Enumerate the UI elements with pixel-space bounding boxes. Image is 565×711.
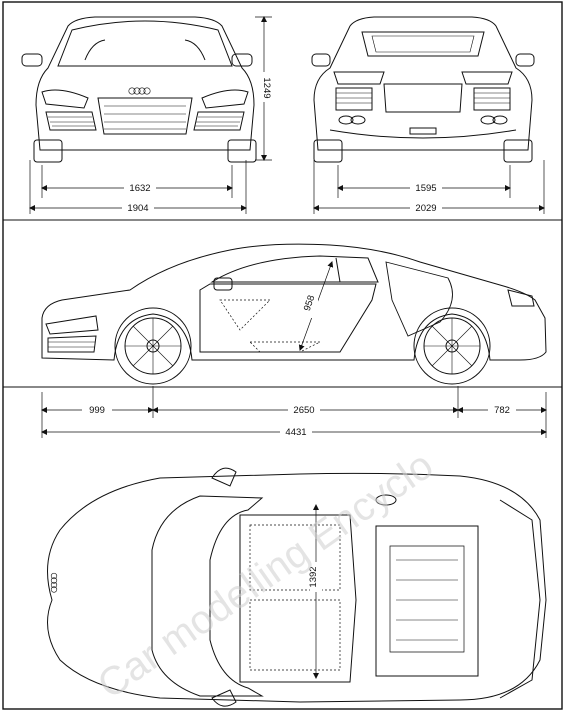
side-front-intake (47, 335, 97, 353)
side-view (41, 243, 547, 385)
rear-taillights (333, 71, 513, 85)
rear-view (311, 16, 535, 163)
top-view (47, 467, 547, 707)
top-engine-details (396, 559, 458, 641)
rear-mirror-right (515, 53, 535, 67)
side-front-spokes (125, 318, 181, 374)
side-headlight (45, 315, 99, 335)
top-dimension-lines (29, 16, 545, 214)
side-window (210, 255, 379, 283)
front-tire-right (227, 139, 257, 163)
rear-mirror-left (311, 53, 331, 67)
front-body-outline (35, 16, 255, 151)
side-taillight (507, 289, 535, 307)
side-door (199, 283, 377, 353)
rear-vents (335, 87, 511, 111)
front-mirror-left (21, 53, 43, 67)
side-window-pillar (335, 257, 341, 283)
exhaust-left-1 (338, 115, 354, 125)
exhaust-left-2 (350, 115, 366, 125)
watermark-text: Car modelling Encyclo (90, 443, 441, 707)
side-interior-seat (219, 299, 321, 353)
top-body-outline (47, 472, 547, 703)
top-mirrors (211, 467, 237, 707)
side-front-tire (114, 307, 192, 385)
side-intake-slats (48, 341, 95, 348)
side-rear-tire (413, 307, 491, 385)
front-seats (84, 39, 206, 61)
rear-tire-left (313, 139, 343, 163)
dim-door-height: 958 (302, 294, 317, 312)
top-windshield (151, 495, 264, 697)
top-fuel-cap (375, 494, 397, 506)
top-audi-rings (50, 572, 58, 593)
front-side-intakes (45, 111, 245, 131)
top-engine-block (389, 545, 465, 653)
dim-wheelbase: 2650 (293, 405, 314, 416)
rear-window (361, 31, 485, 57)
dim-cabin-width: 1392 (308, 566, 319, 587)
top-seats (249, 524, 341, 671)
top-cabin (239, 514, 357, 683)
rear-engine-cover (371, 35, 475, 53)
front-headlight-right (201, 89, 249, 109)
rear-tire-right (503, 139, 533, 163)
dim-length: 4431 (285, 427, 306, 438)
rear-vent-slats (336, 92, 510, 104)
rear-foglight (409, 127, 437, 135)
front-tire-left (33, 139, 63, 163)
side-mirror (213, 277, 233, 291)
side-body-outline (41, 243, 547, 361)
audi-rings (128, 87, 151, 95)
dim-front-width: 1904 (127, 203, 148, 214)
side-rear-spokes (424, 318, 480, 374)
dim-rear-track: 1595 (415, 183, 436, 194)
front-grille (97, 97, 193, 135)
exhaust-right-2 (492, 115, 508, 125)
dim-front-track: 1632 (129, 183, 150, 194)
dim-height: 1249 (261, 77, 272, 98)
front-headlight-left (41, 89, 89, 109)
dim-front-overhang: 999 (89, 405, 105, 416)
front-intake-slats (48, 116, 242, 127)
dim-rear-overhang: 782 (494, 405, 510, 416)
rear-licence-area (383, 83, 463, 113)
front-mirror-right (231, 53, 253, 67)
side-blade (385, 261, 453, 337)
front-view (21, 16, 257, 163)
top-rear-deck (499, 499, 541, 699)
rear-body-outline (313, 16, 533, 151)
dim-rear-width: 2029 (415, 203, 436, 214)
top-engine-bay (375, 525, 479, 677)
front-grille-slats (104, 105, 186, 130)
exhaust-right-1 (480, 115, 496, 125)
front-windshield (57, 20, 233, 67)
rear-diffuser (329, 129, 517, 139)
